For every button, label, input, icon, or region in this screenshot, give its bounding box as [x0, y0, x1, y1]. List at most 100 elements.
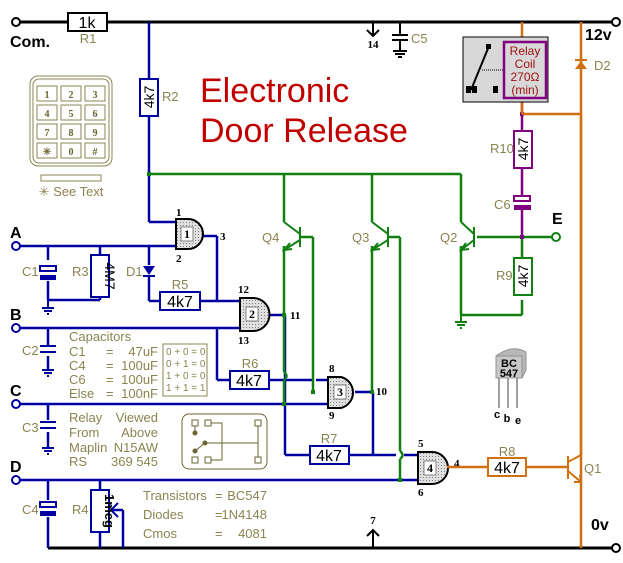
resistor-r5 [159, 291, 201, 311]
gate1-pin-in1: 1 [176, 207, 182, 219]
gate2-pin-out: 11 [290, 310, 300, 322]
terminal-a[interactable] [11, 241, 21, 251]
r2-label: R2 [162, 89, 179, 104]
parts-note-eq: = [215, 526, 223, 541]
gate3-pin-in1: 8 [329, 363, 335, 375]
r6-label: R6 [242, 356, 259, 371]
gate2-pin-in1: 12 [238, 284, 250, 296]
keypad-key-label: 3 [93, 90, 98, 101]
keypad-key-label: 1 [45, 90, 50, 101]
truth-table-row: 0 + 0 = 0 [166, 347, 206, 358]
gate4-number: 4 [427, 461, 433, 475]
keypad-key-label: 2 [69, 90, 74, 101]
keypad-key [36, 85, 58, 102]
relay-note-2a: From [69, 425, 99, 440]
transistor-q3 [369, 221, 389, 252]
keypad-key-label: 5 [69, 109, 74, 120]
transistor-q2 [458, 221, 475, 252]
keypad-key [60, 142, 82, 159]
resistor-r7 [309, 445, 350, 465]
terminal-0v[interactable] [611, 543, 621, 553]
capacitor-c3 [40, 421, 56, 455]
r5-label: R5 [172, 277, 189, 292]
parts-note-name: Transistors [143, 488, 207, 503]
d2-label: D2 [594, 58, 611, 73]
r3-label: R3 [72, 264, 89, 279]
gate1-number: 1 [184, 227, 190, 241]
c4-label: C4 [22, 502, 39, 517]
terminal-12v[interactable] [611, 17, 621, 27]
resistor-r3 [90, 254, 110, 298]
cap-note-eq: = [106, 358, 114, 373]
relay [462, 36, 549, 103]
cap-note-name: Else [69, 386, 94, 401]
resistor-r2 [139, 78, 159, 117]
pkg-line2: 547 [500, 368, 518, 380]
terminal-d[interactable] [11, 475, 21, 485]
terminal-e[interactable] [551, 232, 561, 242]
keypad-key [36, 142, 58, 159]
diode-d1 [143, 266, 155, 277]
gate1-pin-out: 3 [220, 231, 226, 243]
resistor-r9 [513, 257, 533, 296]
r5-value: 4k7 [167, 294, 193, 311]
capacitor-c2 [40, 345, 56, 377]
truth-table-row: 1 + 0 = 0 [166, 371, 206, 382]
parts-note-value: 4081 [238, 526, 267, 541]
keypad-key [60, 123, 82, 140]
terminal-com[interactable] [11, 17, 21, 27]
r4-value: 1meg [102, 494, 117, 528]
vss-pin-label: 7 [370, 515, 376, 527]
relay-note-3a: Maplin [69, 440, 107, 455]
r7-value: 4k7 [316, 448, 342, 465]
vss-pin-arrow-icon [366, 528, 380, 548]
resistor-r10 [513, 130, 533, 169]
title-line2: Door Release [200, 112, 408, 150]
parts-note-eq: = [215, 488, 223, 503]
cap-note-value: 100uF [121, 358, 158, 373]
cap-note-value: 47uF [128, 344, 158, 359]
relay-note-1b: Viewed [116, 410, 158, 425]
and-gate-2: 2 [239, 297, 271, 332]
v12-label: 12v [585, 27, 612, 44]
relay-note-2b: Above [121, 425, 158, 440]
a-label: A [10, 225, 22, 242]
gate3-pin-in2: 9 [329, 410, 335, 422]
keypad-key [60, 85, 82, 102]
c2-label: C2 [22, 343, 39, 358]
resistor-r1 [67, 12, 108, 32]
keypad-note: ✳ See Text [39, 184, 104, 199]
relay-note-4a: RS [69, 454, 87, 469]
r6-value: 4k7 [236, 373, 262, 390]
pkg-pin-e: e [515, 415, 521, 427]
vdd-pin-label: 14 [368, 39, 380, 51]
gate2-number: 2 [249, 307, 255, 321]
green-wires [149, 172, 552, 480]
r8-value: 4k7 [494, 460, 520, 477]
relay-pinout-icon [181, 413, 268, 470]
cap-note-eq: = [106, 344, 114, 359]
truth-table-box [162, 343, 208, 397]
cap-note-value: 100nF [121, 386, 158, 401]
c-label: C [10, 383, 22, 400]
truth-table-row: 1 + 1 = 1 [166, 383, 206, 394]
keypad-key-label: # [93, 147, 98, 158]
relay-note-3b: N15AW [114, 440, 159, 455]
keypad-key [84, 104, 106, 121]
r10-label: R10 [490, 141, 514, 156]
keypad-key-label: 7 [45, 128, 50, 139]
cap-note-name: C6 [69, 372, 86, 387]
keypad-key-label: 6 [93, 109, 98, 120]
terminal-b[interactable] [11, 323, 21, 333]
capacitor-c6 [513, 195, 531, 210]
gate3-pin-out: 10 [376, 386, 388, 398]
c3-label: C3 [22, 420, 39, 435]
terminal-c[interactable] [11, 399, 21, 409]
d-label: D [10, 459, 22, 476]
parts-note-value: BC547 [227, 488, 267, 503]
resistor-r4[interactable] [90, 489, 110, 533]
truth-table: 0 + 0 = 00 + 1 = 01 + 0 = 01 + 1 = 1 [166, 347, 206, 394]
q3-label: Q3 [352, 230, 369, 245]
